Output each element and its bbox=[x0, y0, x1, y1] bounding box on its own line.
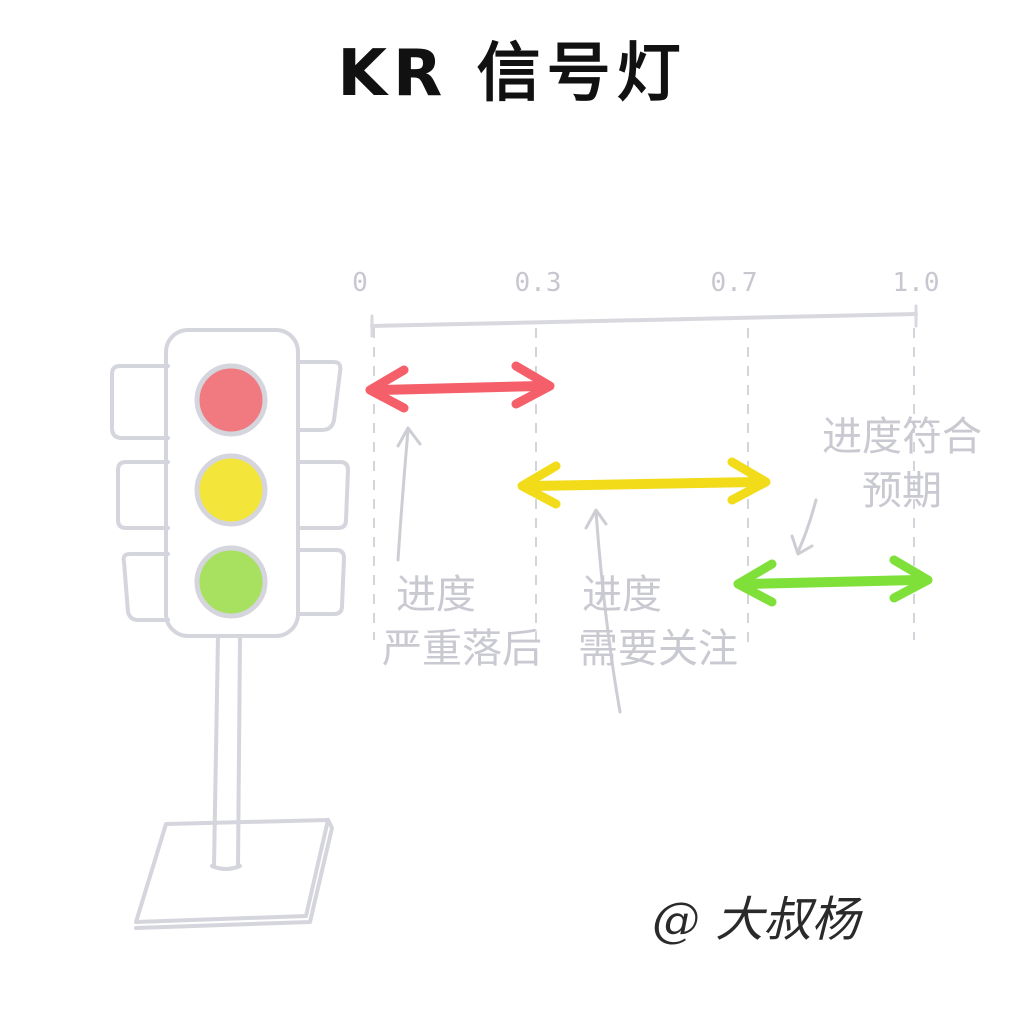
range-note-green-line2: 预期 bbox=[862, 468, 942, 514]
traffic-light-lamp-yellow bbox=[194, 453, 268, 527]
axis-tick-label: 0 bbox=[352, 268, 368, 298]
traffic-light-right-visor-mid bbox=[296, 460, 350, 530]
progress-axis bbox=[370, 304, 918, 338]
range-note-green-line1: 进度符合 bbox=[822, 414, 982, 460]
diagram-title: KR 信号灯 bbox=[337, 37, 687, 111]
traffic-light-base bbox=[134, 818, 330, 924]
axis-tick-label: 0.7 bbox=[710, 268, 758, 298]
range-arrow-head-left bbox=[733, 559, 777, 607]
range-note-yellow-line1: 进度 bbox=[582, 572, 662, 618]
range-arrow bbox=[733, 555, 933, 607]
traffic-light-left-visor-top bbox=[110, 364, 170, 440]
range-arrow-shaft bbox=[527, 477, 761, 491]
range-note-yellow-line2: 需要关注 bbox=[578, 626, 738, 672]
pointer-green-note bbox=[790, 498, 818, 556]
range-note-red-line1: 进度 bbox=[396, 572, 476, 618]
range-note-green: 进度符合 预期 bbox=[822, 410, 982, 518]
traffic-light-left-visor-bottom bbox=[121, 552, 170, 622]
range-arrow-head-right bbox=[727, 457, 771, 505]
pointer-yellow-note bbox=[584, 508, 622, 714]
axis-line bbox=[370, 312, 918, 328]
traffic-light-lamp-red bbox=[194, 363, 268, 437]
range-note-red-line2: 严重落后 bbox=[382, 626, 542, 672]
pointer-red-note bbox=[396, 426, 422, 562]
range-arrow-head-right bbox=[511, 361, 555, 409]
range-arrow-head-left bbox=[365, 365, 409, 413]
traffic-light-housing bbox=[164, 328, 300, 638]
traffic-light-lamps bbox=[194, 363, 268, 619]
range-arrow-head-left bbox=[517, 461, 561, 509]
range-arrow-shaft bbox=[743, 575, 923, 589]
axis-tick-label: 0.3 bbox=[514, 268, 562, 298]
range-note-yellow: 进度 需要关注 bbox=[578, 568, 738, 676]
range-arrow-head-right bbox=[889, 555, 933, 603]
range-arrow-shaft bbox=[375, 381, 545, 395]
traffic-light-left-visor-mid bbox=[116, 460, 170, 530]
traffic-light-pole bbox=[212, 634, 242, 868]
traffic-light-right-visor-top bbox=[296, 360, 343, 432]
range-arrow bbox=[517, 457, 771, 509]
range-arrow bbox=[365, 361, 555, 413]
traffic-light-icon bbox=[110, 328, 350, 930]
axis-tick-label: 1.0 bbox=[892, 268, 940, 298]
range-note-red: 进度 严重落后 bbox=[382, 568, 542, 676]
traffic-light-lamp-green bbox=[194, 545, 268, 619]
traffic-light-right-visor-bottom bbox=[296, 548, 346, 616]
author-signature: @ 大叔杨 bbox=[652, 892, 860, 948]
note-pointers bbox=[396, 426, 818, 714]
range-arrows bbox=[365, 361, 933, 607]
